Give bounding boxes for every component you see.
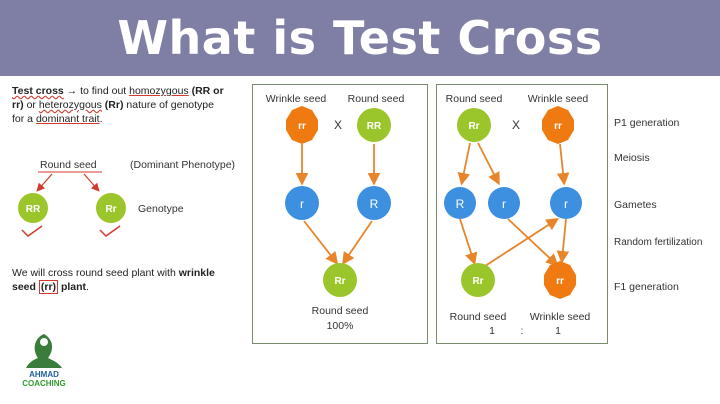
rr-highlight: (rr): [38, 280, 59, 294]
checkmark-icon: [99, 225, 121, 237]
stage-random-fertilization: Random fertilization: [614, 237, 703, 248]
round-seed-label: Round seed: [40, 159, 97, 171]
cross-note-fragment: seed: [12, 281, 36, 293]
definition-fragment: rr): [12, 99, 24, 111]
panel2-gamete-r2-circle: [550, 187, 582, 219]
panel2-gamete-r1-circle: [488, 187, 520, 219]
panel2-parent-Rr-text: Rr: [468, 121, 479, 132]
definition-fragment: .: [99, 113, 103, 125]
panel1-gamete-R-text: R: [370, 197, 379, 211]
logo-line1: AHMAD: [29, 370, 59, 379]
panel2-arrow-r-to-rr-2: [556, 218, 570, 264]
panel1-result-percent: 100%: [327, 320, 354, 332]
term-test-cross: Test cross: [12, 85, 64, 97]
cross-note-fragment: We will cross round seed plant with: [12, 267, 179, 279]
genotype-RR-text: RR: [26, 204, 41, 215]
genotype-label: Genotype: [138, 203, 184, 215]
term-dominant-trait: dominant trait: [35, 113, 100, 125]
definition-fragment: (RR or: [188, 85, 224, 97]
panel1-parent-RR-text: RR: [367, 121, 382, 132]
stage-meiosis: Meiosis: [614, 152, 650, 164]
term-homozygous: homozygous: [129, 85, 189, 97]
panel1-cross-symbol: X: [334, 118, 342, 132]
panel2-left-parent-label: Round seed: [446, 93, 503, 105]
panel2-arrow-Rr-to-r: [481, 218, 560, 269]
panel2-parent-Rr-circle: [457, 108, 491, 142]
panel2-cross-symbol: X: [512, 118, 520, 132]
checkmark-icon: [21, 225, 43, 237]
panel2-arrow-meiosis-rr: [556, 143, 570, 186]
cross-note-fragment: wrinkle: [178, 267, 215, 279]
panel2-ratio-left: 1: [489, 325, 495, 337]
panel2-gamete-r2-text: r: [564, 197, 568, 211]
panel2-parent-rr-text: rr: [554, 121, 562, 132]
title-banner: What is Test Cross: [0, 0, 720, 76]
logo-leaf-icon: [26, 334, 62, 368]
logo-line2: COACHING: [22, 379, 66, 388]
panel2-arrow-r-to-rr: [507, 218, 559, 267]
panel2-gamete-R-text: R: [456, 197, 465, 211]
arrow-to-Rr: [83, 173, 100, 192]
stage-gametes: Gametes: [614, 199, 657, 211]
ahmad-coaching-logo: AHMAD COACHING: [22, 334, 66, 388]
panel2-offspring-rr-text: rr: [556, 276, 564, 287]
panel2-arrow-meiosis-R: [457, 142, 471, 186]
stage-f1-generation: F1 generation: [614, 281, 679, 293]
panel2-right-parent-label: Wrinkle seed: [528, 93, 589, 105]
panel2-diagram: Round seed Wrinkle seed Rr X rr R r r Rr…: [444, 93, 591, 337]
panel1-parent-rr-circle: [286, 106, 318, 144]
panel1-right-parent-label: Round seed: [348, 93, 405, 105]
definition-fragment: (Rr): [101, 99, 124, 111]
cross-note-fragment: .: [86, 281, 89, 293]
panel2-offspring-Rr-text: Rr: [472, 276, 483, 287]
panel2-arrow-R-to-Rr: [459, 218, 478, 266]
panel1-diagram: Wrinkle seed Round seed rr X RR r R Rr R…: [266, 93, 405, 332]
panel2-gamete-r1-text: r: [502, 197, 506, 211]
panel1-arrow-fertilization-right: [341, 220, 373, 265]
panel1-gamete-R-circle: [357, 186, 391, 220]
stage-p1-generation: P1 generation: [614, 117, 680, 129]
cross-note-fragment: plant: [58, 281, 87, 293]
panel1-gamete-r-circle: [285, 186, 319, 220]
panel2-ratio-right: 1: [555, 325, 561, 337]
panel1-result-label: Round seed: [312, 305, 369, 317]
cross-note: We will cross round seed plant with wrin…: [12, 266, 247, 294]
definition-fragment: for a: [12, 113, 36, 125]
phenotype-genotype-diagram: Round seed (Dominant Phenotype) RR Rr Ge…: [18, 159, 235, 237]
panel2-ratio-separator: :: [521, 325, 524, 337]
panel-cross-rr-RR: [252, 84, 428, 344]
definition-fragment: or: [23, 99, 39, 111]
logo-head-icon: [40, 338, 48, 346]
dominant-phenotype-note: (Dominant Phenotype): [130, 159, 235, 171]
definition-fragment: → to find out: [63, 85, 130, 97]
genotype-circle-Rr: [96, 193, 126, 223]
panel2-parent-rr-circle: [542, 106, 574, 144]
panel1-offspring-Rr-circle: [323, 263, 357, 297]
definition-fragment: nature of genotype: [123, 99, 214, 111]
panel1-arrow-fertilization-left: [303, 220, 339, 265]
page-title: What is Test Cross: [117, 11, 603, 65]
panel2-offspring-rr-circle: [544, 261, 576, 299]
panel2-arrow-meiosis-r: [477, 142, 500, 186]
panel2-gamete-R-circle: [444, 187, 476, 219]
arrow-to-RR: [36, 173, 53, 192]
panel2-offspring-right-label: Wrinkle seed: [530, 311, 591, 323]
term-heterozygous: heterozygous: [38, 99, 102, 111]
genotype-circle-RR: [18, 193, 48, 223]
panel1-parent-rr-text: rr: [298, 121, 306, 132]
definition-text: Test cross → to find out homozygous (RR …: [12, 84, 247, 126]
panel1-left-parent-label: Wrinkle seed: [266, 93, 327, 105]
panel1-parent-RR-circle: [357, 108, 391, 142]
panel1-gamete-r-text: r: [300, 197, 304, 211]
panel1-offspring-Rr-text: Rr: [334, 276, 345, 287]
panel2-offspring-left-label: Round seed: [450, 311, 507, 323]
genotype-Rr-text: Rr: [105, 204, 116, 215]
panel2-offspring-Rr-circle: [461, 263, 495, 297]
